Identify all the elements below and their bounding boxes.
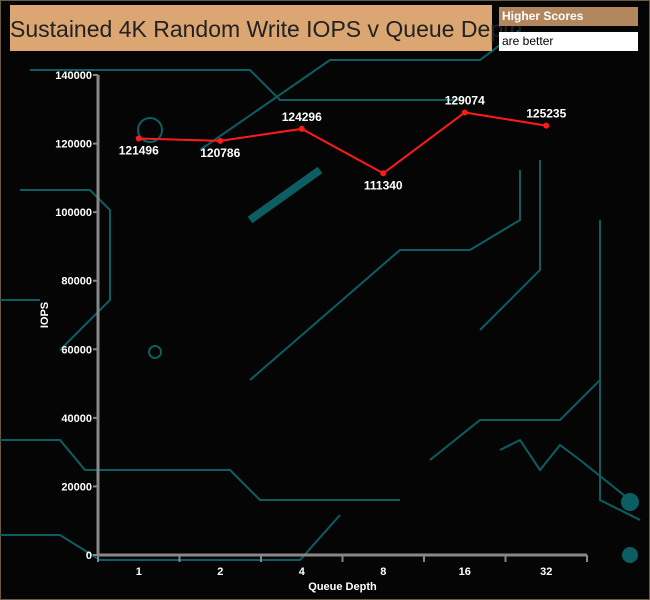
data-label: 120786 [200, 146, 240, 160]
y-tick-label: 80000 [61, 276, 92, 288]
data-label: 125235 [526, 107, 566, 121]
data-label: 124296 [282, 110, 322, 124]
legend-note-line2: are better [499, 32, 638, 51]
x-tick-label: 32 [540, 566, 552, 578]
data-point [135, 135, 142, 142]
data-point [543, 122, 550, 129]
data-point [298, 125, 305, 132]
y-tick-label: 100000 [55, 207, 92, 219]
x-tick-label: 4 [299, 566, 306, 578]
x-tick-label: 16 [459, 566, 471, 578]
y-tick-label: 140000 [55, 70, 92, 82]
legend-note-line1: Higher Scores [499, 7, 638, 26]
data-label: 121496 [119, 143, 159, 157]
data-label: 129074 [445, 93, 485, 107]
data-label: 111340 [364, 178, 403, 192]
chart-title: Sustained 4K Random Write IOPS v Queue D… [10, 5, 522, 51]
data-point [461, 109, 468, 116]
y-tick-label: 0 [86, 550, 92, 562]
data-point [380, 170, 387, 177]
series-line [138, 111, 547, 175]
x-tick-label: 2 [217, 566, 223, 578]
y-tick-label: 60000 [61, 344, 92, 356]
data-point [217, 137, 224, 144]
x-axis-label: Queue Depth [308, 581, 377, 593]
y-tick-label: 20000 [61, 481, 92, 493]
x-tick-label: 8 [380, 566, 386, 578]
x-tick-label: 1 [136, 566, 142, 578]
y-axis-label: IOPS [39, 302, 51, 328]
y-tick-label: 40000 [61, 413, 92, 425]
y-tick-label: 120000 [55, 139, 92, 151]
